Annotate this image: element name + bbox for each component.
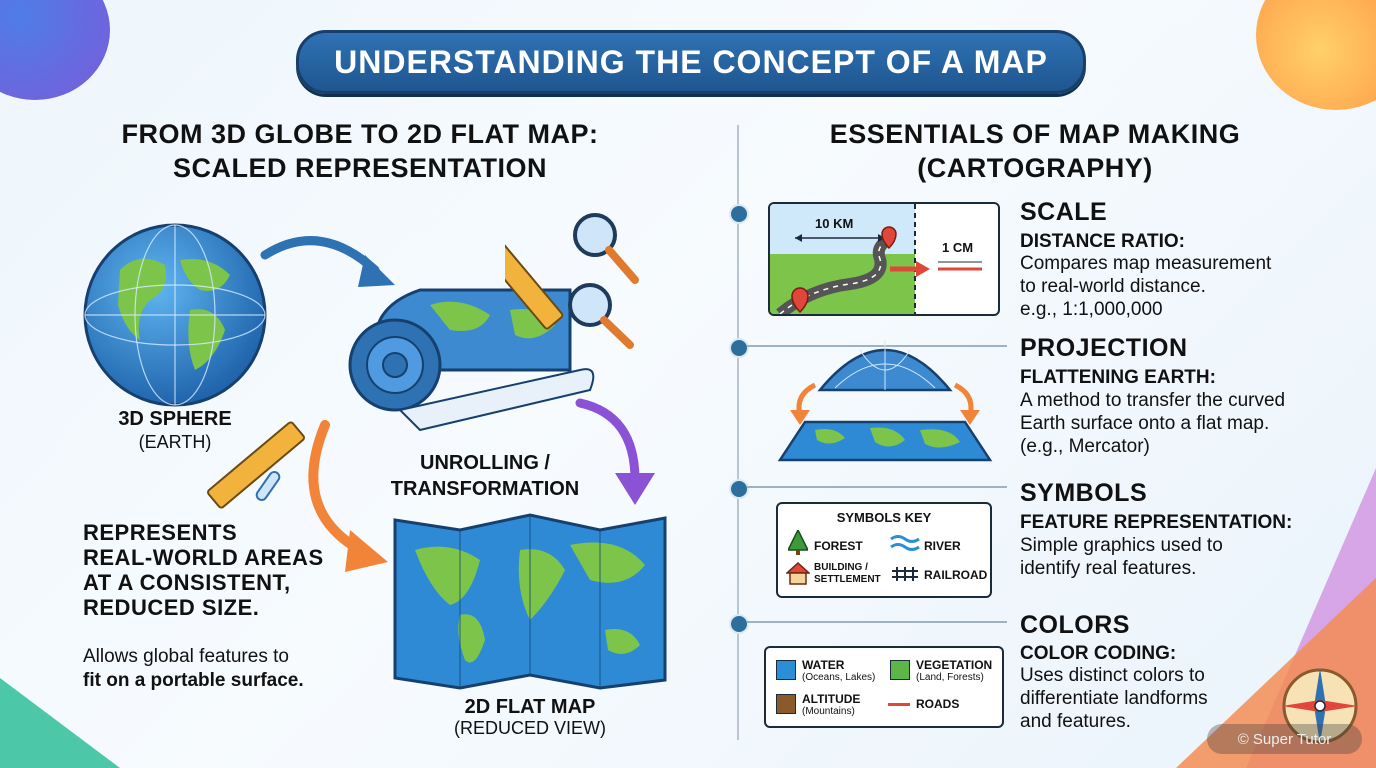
scale-example: e.g., 1:1,000,000 xyxy=(1020,299,1163,320)
unroll-label: UNROLLING / TRANSFORMATION xyxy=(360,450,610,502)
represents-line: REPRESENTS xyxy=(83,520,238,545)
projection-body-line: Earth surface onto a flat map. xyxy=(1020,413,1270,434)
arrow-icon xyxy=(260,236,395,287)
allows-line1: Allows global features to xyxy=(83,646,289,667)
house-icon xyxy=(786,562,810,585)
projection-body: A method to transfer the curved Earth su… xyxy=(1020,389,1285,458)
km-label: 10 KM xyxy=(815,216,854,231)
altitude-label: ALTITUDE xyxy=(802,692,861,706)
scale-body-line: to real-world distance. xyxy=(1020,276,1206,297)
building-label: BUILDING / SETTLEMENT xyxy=(814,562,881,586)
corner-decoration xyxy=(0,678,120,768)
projection-body-line: (e.g., Mercator) xyxy=(1020,436,1150,457)
symbols-body: Simple graphics used to identify real fe… xyxy=(1020,534,1223,580)
colors-body-line: differentiate landforms xyxy=(1020,688,1208,709)
symbols-key: SYMBOLS KEY FOREST RIVER BUILDING / SETT… xyxy=(776,502,992,598)
building-label-line: BUILDING / xyxy=(814,562,868,573)
railroad-label: RAILROAD xyxy=(924,568,988,582)
colors-body: Uses distinct colors to differentiate la… xyxy=(1020,664,1208,733)
represents-line: REAL-WORLD AREAS xyxy=(83,545,324,570)
globe-icon xyxy=(83,223,267,407)
vegetation-sub: (Land, Forests) xyxy=(916,672,984,683)
sphere-label: 3D SPHERE xyxy=(118,408,232,430)
river-label: RIVER xyxy=(924,539,961,553)
tree-icon xyxy=(788,530,808,555)
roads-swatch xyxy=(888,703,910,706)
timeline-dot xyxy=(729,204,749,224)
compass-icon xyxy=(1282,668,1358,744)
river-icon xyxy=(890,535,920,551)
scale-body-line: Compares map measurement xyxy=(1020,253,1272,274)
timeline-divider xyxy=(737,125,739,740)
timeline-dot xyxy=(729,614,749,634)
timeline-dot xyxy=(729,479,749,499)
symbols-key-title: SYMBOLS KEY xyxy=(836,510,932,525)
represents-line: REDUCED SIZE. xyxy=(83,595,260,620)
symbols-body-line: identify real features. xyxy=(1020,558,1197,579)
timeline-dot xyxy=(729,338,749,358)
watermark: © Super Tutor xyxy=(1207,724,1362,754)
cm-label: 1 CM xyxy=(942,240,974,255)
roads-label: ROADS xyxy=(916,697,960,711)
vegetation-label: VEGETATION xyxy=(916,658,993,672)
arrow-icon xyxy=(575,398,655,505)
colors-body-line: and features. xyxy=(1020,711,1131,732)
flat-map-sub: (REDUCED VIEW) xyxy=(454,718,606,738)
allows-line2: fit on a portable surface. xyxy=(83,670,304,691)
scale-body: Compares map measurement to real-world d… xyxy=(1020,252,1271,321)
colors-legend: WATER (Oceans, Lakes) VEGETATION (Land, … xyxy=(764,646,1004,728)
page-title: UNDERSTANDING THE CONCEPT OF A MAP xyxy=(296,30,1086,94)
scale-title: SCALE xyxy=(1020,198,1108,226)
scale-sub: DISTANCE RATIO: xyxy=(1020,231,1186,252)
section-divider xyxy=(747,486,1007,488)
allows-text: Allows global features to fit on a porta… xyxy=(83,645,373,693)
right-heading-line2: (CARTOGRAPHY) xyxy=(917,153,1153,183)
right-heading-line1: ESSENTIALS OF MAP MAKING xyxy=(829,119,1241,149)
water-swatch xyxy=(776,660,796,680)
left-heading-line1: FROM 3D GLOBE TO 2D FLAT MAP: xyxy=(121,119,599,149)
corner-decoration xyxy=(1256,0,1376,110)
represents-line: AT A CONSISTENT, xyxy=(83,570,291,595)
water-label: WATER xyxy=(802,658,845,672)
building-label-line: SETTLEMENT xyxy=(814,574,881,585)
scale-illustration: 10 KM 1 CM xyxy=(768,202,1000,316)
unroll-line1: UNROLLING / xyxy=(420,452,550,474)
colors-sub: COLOR CODING: xyxy=(1020,643,1177,664)
flat-map-icon xyxy=(393,513,667,690)
symbols-sub: FEATURE REPRESENTATION: xyxy=(1020,512,1293,533)
represents-text: REPRESENTS REAL-WORLD AREAS AT A CONSIST… xyxy=(83,520,373,620)
corner-decoration xyxy=(1176,578,1376,768)
altitude-sub: (Mountains) xyxy=(802,706,855,717)
projection-icon xyxy=(777,340,993,462)
section-divider xyxy=(747,345,1007,347)
unroll-line2: TRANSFORMATION xyxy=(390,478,580,500)
left-heading: FROM 3D GLOBE TO 2D FLAT MAP: SCALED REP… xyxy=(60,117,660,185)
ruler-magnifier-icon xyxy=(505,213,639,349)
symbols-body-line: Simple graphics used to xyxy=(1020,535,1223,556)
corner-decoration xyxy=(0,0,110,100)
left-heading-line2: SCALED REPRESENTATION xyxy=(172,153,548,183)
ruler-icon xyxy=(207,421,305,509)
sphere-sub: (EARTH) xyxy=(138,432,212,452)
projection-title: PROJECTION xyxy=(1020,334,1188,362)
forest-label: FOREST xyxy=(814,539,863,553)
projection-sub: FLATTENING EARTH: xyxy=(1020,367,1216,388)
flat-map-label: 2D FLAT MAP xyxy=(464,696,596,718)
projection-body-line: A method to transfer the curved xyxy=(1020,390,1286,411)
right-heading: ESSENTIALS OF MAP MAKING (CARTOGRAPHY) xyxy=(770,117,1300,185)
scale-road-icon xyxy=(770,204,982,314)
altitude-swatch xyxy=(776,694,796,714)
colors-title: COLORS xyxy=(1020,611,1130,639)
colors-body-line: Uses distinct colors to xyxy=(1020,665,1205,686)
section-divider xyxy=(747,621,1007,623)
water-sub: (Oceans, Lakes) xyxy=(802,672,876,683)
railroad-icon xyxy=(892,567,918,581)
symbols-title: SYMBOLS xyxy=(1020,479,1148,507)
rolled-map-icon xyxy=(348,288,595,432)
vegetation-swatch xyxy=(890,660,910,680)
arrow-icon xyxy=(308,420,388,572)
